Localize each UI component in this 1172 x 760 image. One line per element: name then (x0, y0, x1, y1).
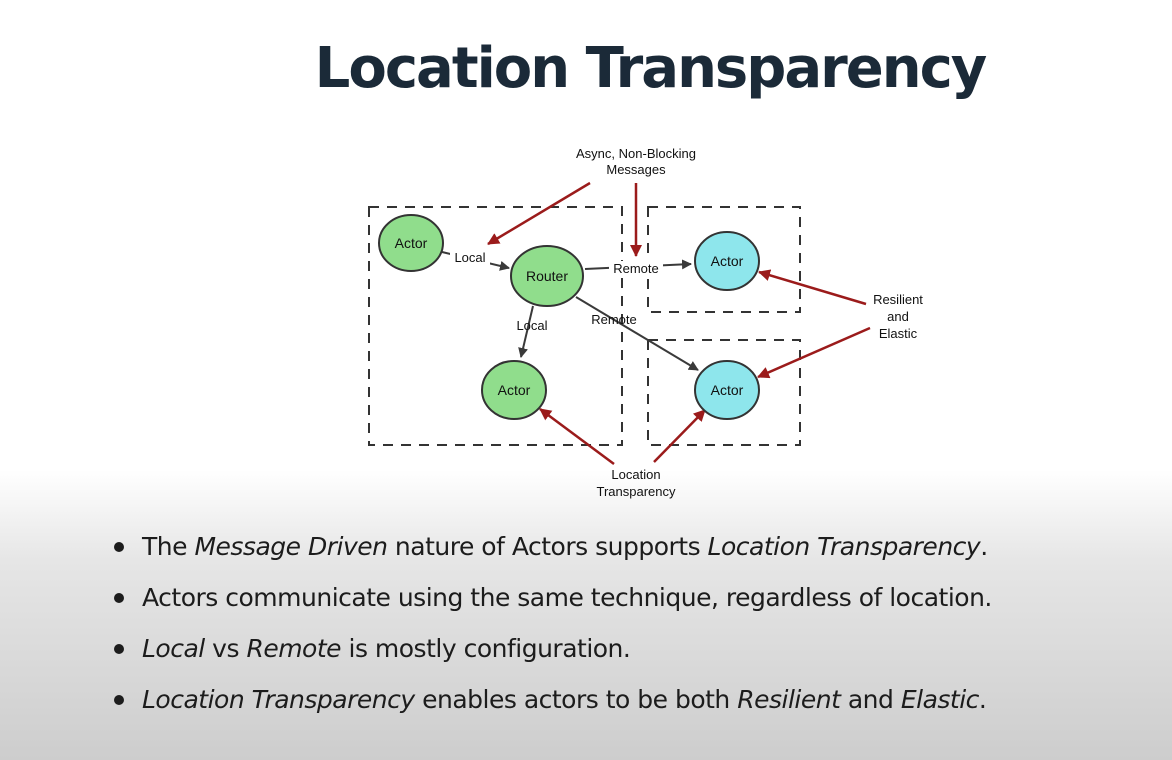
edge-label-remote-top: Remote (613, 261, 659, 276)
remote-actor-node-top: Actor (694, 231, 760, 291)
bullet-item: Actors communicate using the same techni… (112, 577, 992, 628)
router-node: Router (510, 245, 584, 307)
bullet-dot-icon (114, 542, 124, 552)
remote-system-boundary-bottom (647, 339, 801, 446)
annotation-async-line2: Messages (606, 162, 666, 177)
local-actor-node-top: Actor (378, 214, 444, 272)
resilient-annotation-arrow-bottom (757, 326, 871, 379)
node-label: Actor (711, 253, 744, 269)
edge-label-local-top: Local (454, 250, 485, 265)
location-transparency-diagram: Actor Router Actor Actor Actor Local Loc… (368, 146, 923, 499)
bullet-dot-icon (114, 593, 124, 603)
annotation-resilient-line2: and (887, 309, 909, 324)
edge-label-local-down: Local (516, 318, 547, 333)
bullet-list: The Message Driven nature of Actors supp… (112, 526, 992, 730)
resilient-annotation-arrow-top (758, 269, 867, 306)
slide-title: Location Transparency (314, 36, 988, 101)
location-annotation-arrow-right (653, 409, 706, 463)
bullet-item: The Message Driven nature of Actors supp… (112, 526, 992, 577)
annotation-location-line1: Location (611, 467, 660, 482)
remote-actor-node-bottom: Actor (694, 360, 760, 420)
local-message-arrow-down (518, 305, 534, 358)
remote-message-arrow-bottom (575, 296, 699, 371)
local-actor-node-bottom: Actor (481, 360, 547, 420)
bullet-dot-icon (114, 695, 124, 705)
remote-system-boundary-top (647, 206, 801, 313)
node-label: Actor (498, 382, 531, 398)
edge-label-remote-bottom: Remote (591, 312, 637, 327)
node-label: Actor (711, 382, 744, 398)
node-label: Actor (395, 235, 428, 251)
async-annotation-arrow-left (487, 181, 591, 246)
bullet-item: Location Transparency enables actors to … (112, 679, 992, 730)
annotation-async-line1: Async, Non-Blocking (576, 146, 696, 161)
annotation-resilient-line3: Elastic (879, 326, 918, 341)
annotation-location-line2: Transparency (597, 484, 676, 499)
node-label: Router (526, 268, 568, 284)
location-annotation-arrow-left (539, 407, 615, 466)
annotation-resilient-line1: Resilient (873, 292, 923, 307)
local-system-boundary (368, 206, 623, 446)
bullet-item: Local vs Remote is mostly configuration. (112, 628, 992, 679)
bullet-dot-icon (114, 644, 124, 654)
